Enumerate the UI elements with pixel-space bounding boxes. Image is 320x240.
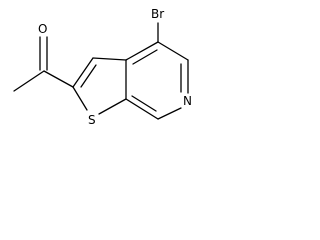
bond-c3a-c4 xyxy=(125,41,159,61)
molecule-structure: Br O S N xyxy=(13,7,192,127)
bond-n6-c7 xyxy=(157,107,182,120)
bond-c2-sulfur xyxy=(72,86,88,111)
bond-c2-c3-inner xyxy=(80,64,97,88)
bond-c3-c3a xyxy=(92,57,127,61)
bond-c2-c3 xyxy=(72,57,94,88)
sulfur-label: S xyxy=(88,113,96,127)
oxygen-label: O xyxy=(38,22,47,36)
bond-sulfur-c7a xyxy=(98,98,127,115)
bromine-label: Br xyxy=(151,7,164,21)
bond-c7-c7a xyxy=(125,98,159,120)
bond-c4-c5 xyxy=(157,41,189,61)
bond-methyl-carbonyl xyxy=(13,70,45,92)
bond-c7-c7a-inner xyxy=(131,95,157,112)
bond-c3a-c4-inner xyxy=(132,49,158,65)
nitrogen-label: N xyxy=(183,94,192,108)
bond-carbonyl-ring xyxy=(43,70,74,88)
